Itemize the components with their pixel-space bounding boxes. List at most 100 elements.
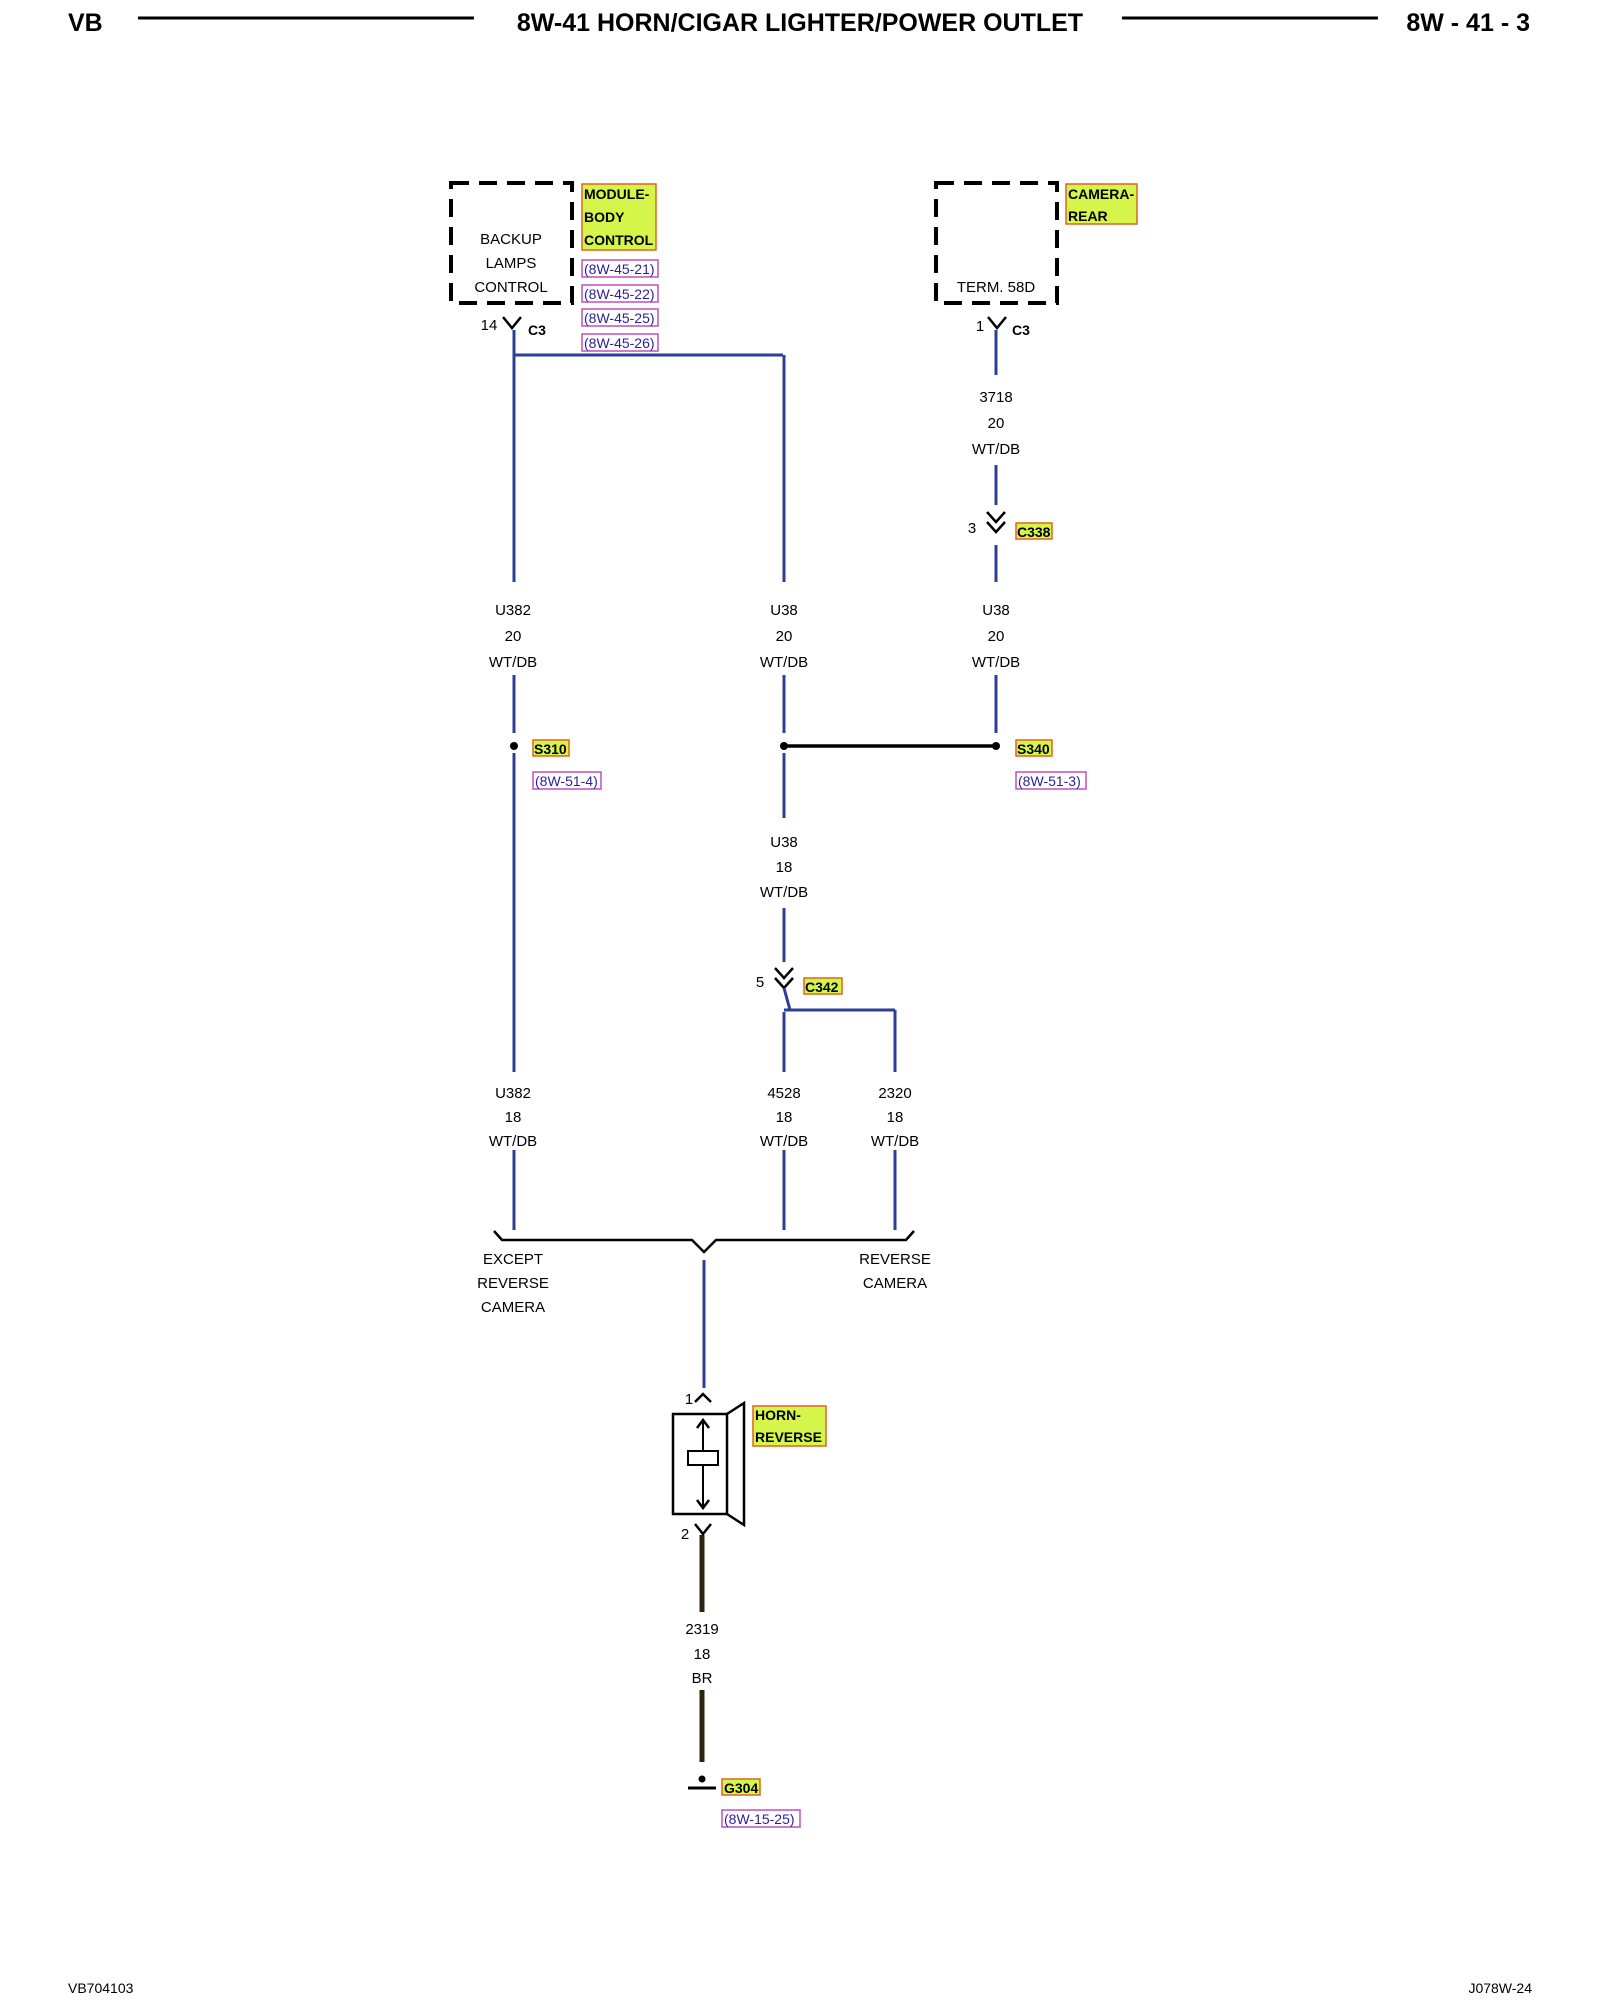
wire-2320-color: WT/DB [871, 1133, 919, 1150]
horn-reverse: 1 2 HORN- REVERSE [671, 1391, 827, 1543]
wire-u382-20-gauge: 20 [505, 628, 522, 645]
wire-u38-right-circuit: U38 [982, 602, 1010, 619]
bcm-ref-box-3[interactable] [581, 308, 659, 327]
wire-3718-circuit: 3718 [979, 389, 1012, 406]
camera-connector-c3: C3 [1012, 322, 1030, 338]
c338-chevron-upper [986, 511, 1006, 524]
s340-tag [1015, 739, 1053, 757]
bcm-pin-number: 14 [481, 317, 498, 334]
wire-u38-mid-circuit: U38 [770, 602, 798, 619]
c338-chevron-lower [986, 521, 1006, 534]
wire-3718-gauge: 20 [988, 415, 1005, 432]
camera-name-line-2: REAR [1068, 208, 1108, 224]
c342-name: C342 [805, 979, 839, 995]
bcm-inner-line-2: LAMPS [486, 255, 537, 272]
wire-u38-right-gauge: 20 [988, 628, 1005, 645]
bcm-connector-c3: C3 [528, 322, 546, 338]
label-3718: 3718 20 WT/DB [972, 389, 1020, 458]
wire-u382-20-color: WT/DB [489, 654, 537, 671]
page-title: 8W-41 HORN/CIGAR LIGHTER/POWER OUTLET [517, 9, 1083, 37]
bcm-name-line-3: CONTROL [584, 232, 654, 248]
bcm-ref-1[interactable]: (8W-45-21) [584, 261, 655, 277]
splice-s340: S340 (8W-51-3) [780, 739, 1087, 790]
option-brace: EXCEPT REVERSE CAMERA REVERSE CAMERA [477, 1230, 931, 1316]
bcm-ref-box-4[interactable] [581, 333, 659, 352]
bcm-ref-box-2[interactable] [581, 284, 659, 303]
g304-ref-box[interactable] [721, 1809, 801, 1828]
option-except-line-1: EXCEPT [483, 1251, 543, 1268]
label-u38-mid-20: U38 20 WT/DB [760, 602, 808, 671]
g304-tag [721, 1778, 761, 1796]
wire-u382-18-circuit: U382 [495, 1085, 531, 1102]
bcm-ref-4[interactable]: (8W-45-26) [584, 335, 655, 351]
horn-body [671, 1412, 729, 1516]
bcm-inner-line-3: CONTROL [474, 279, 547, 296]
s340-ref[interactable]: (8W-51-3) [1018, 773, 1081, 789]
c338-name: C338 [1017, 524, 1051, 540]
wire-u38-18-circuit: U38 [770, 834, 798, 851]
label-2320: 2320 18 WT/DB [871, 1085, 919, 1150]
ground-dot [698, 1775, 706, 1783]
label-u38-right-20: U38 20 WT/DB [972, 602, 1020, 671]
ground-g304: G304 (8W-15-25) [688, 1775, 801, 1828]
g304-ref[interactable]: (8W-15-25) [724, 1811, 795, 1827]
c338-tag [1015, 522, 1053, 540]
option-except-line-3: CAMERA [481, 1299, 545, 1316]
s310-ref[interactable]: (8W-51-4) [535, 773, 598, 789]
horn-coil-arrow-top [696, 1417, 710, 1429]
connector-c338: 3 C338 [968, 511, 1053, 540]
c342-stub [782, 987, 792, 1011]
s310-dot [510, 742, 518, 750]
s310-tag [532, 739, 570, 757]
label-u382-20: U382 20 WT/DB [489, 602, 537, 671]
c338-pin: 3 [968, 520, 976, 537]
label-2319: 2319 18 BR [685, 1621, 718, 1687]
bcm-name-tag [581, 183, 657, 251]
option-brace-line [493, 1230, 915, 1254]
label-u382-18: U382 18 WT/DB [489, 1085, 537, 1150]
wire-u38-18-color: WT/DB [760, 884, 808, 901]
s340-name: S340 [1017, 741, 1050, 757]
s340-ref-box[interactable] [1015, 771, 1087, 790]
splice-s310: S310 (8W-51-4) [510, 739, 602, 790]
bcm-ref-3[interactable]: (8W-45-25) [584, 310, 655, 326]
camera-name-tag [1065, 183, 1138, 225]
wire-u382-18-color: WT/DB [489, 1133, 537, 1150]
bcm-name-line-2: BODY [584, 209, 625, 225]
horn-bell-icon [726, 1400, 746, 1528]
horn-pin-2-terminal [694, 1523, 712, 1537]
horn-pin-1-terminal [694, 1392, 712, 1403]
page-number: 8W - 41 - 3 [1406, 9, 1530, 37]
connector-c342: 5 C342 [756, 967, 843, 1011]
wire-4528-color: WT/DB [760, 1133, 808, 1150]
bcm-inner-line-1: BACKUP [480, 231, 542, 248]
bcm-name-line-1: MODULE- [584, 186, 650, 202]
wire-u38-18-gauge: 18 [776, 859, 793, 876]
s310-name: S310 [534, 741, 567, 757]
wire-u382-18-gauge: 18 [505, 1109, 522, 1126]
s310-ref-box[interactable] [532, 771, 602, 790]
option-reverse-line-1: REVERSE [859, 1251, 931, 1268]
camera-pin-number: 1 [976, 318, 984, 335]
wire-u38-mid-color: WT/DB [760, 654, 808, 671]
page-header: VB 8W-41 HORN/CIGAR LIGHTER/POWER OUTLET… [68, 9, 1530, 37]
wire-4528-circuit: 4528 [767, 1085, 800, 1102]
horn-coil-arrow-bottom [696, 1499, 710, 1511]
bcm-pin-terminal [502, 316, 522, 330]
label-u38-18: U38 18 WT/DB [760, 834, 808, 901]
wire-2320-gauge: 18 [887, 1109, 904, 1126]
wire-3718-color: WT/DB [972, 441, 1020, 458]
horn-pin-1: 1 [685, 1391, 693, 1408]
bcm-ref-box-1[interactable] [581, 259, 659, 278]
rear-camera: TERM. 58D CAMERA- REAR 1 C3 [934, 181, 1138, 338]
camera-inner-line: TERM. 58D [957, 279, 1036, 296]
wire-2320-circuit: 2320 [878, 1085, 911, 1102]
footer-right-code: J078W-24 [1468, 1980, 1532, 1996]
horn-name-tag [752, 1405, 827, 1447]
bcm-ref-2[interactable]: (8W-45-22) [584, 286, 655, 302]
wire-2319-circuit: 2319 [685, 1621, 718, 1638]
option-reverse-line-2: CAMERA [863, 1275, 927, 1292]
horn-name-line-2: REVERSE [755, 1429, 822, 1445]
camera-name-line-1: CAMERA- [1068, 186, 1134, 202]
